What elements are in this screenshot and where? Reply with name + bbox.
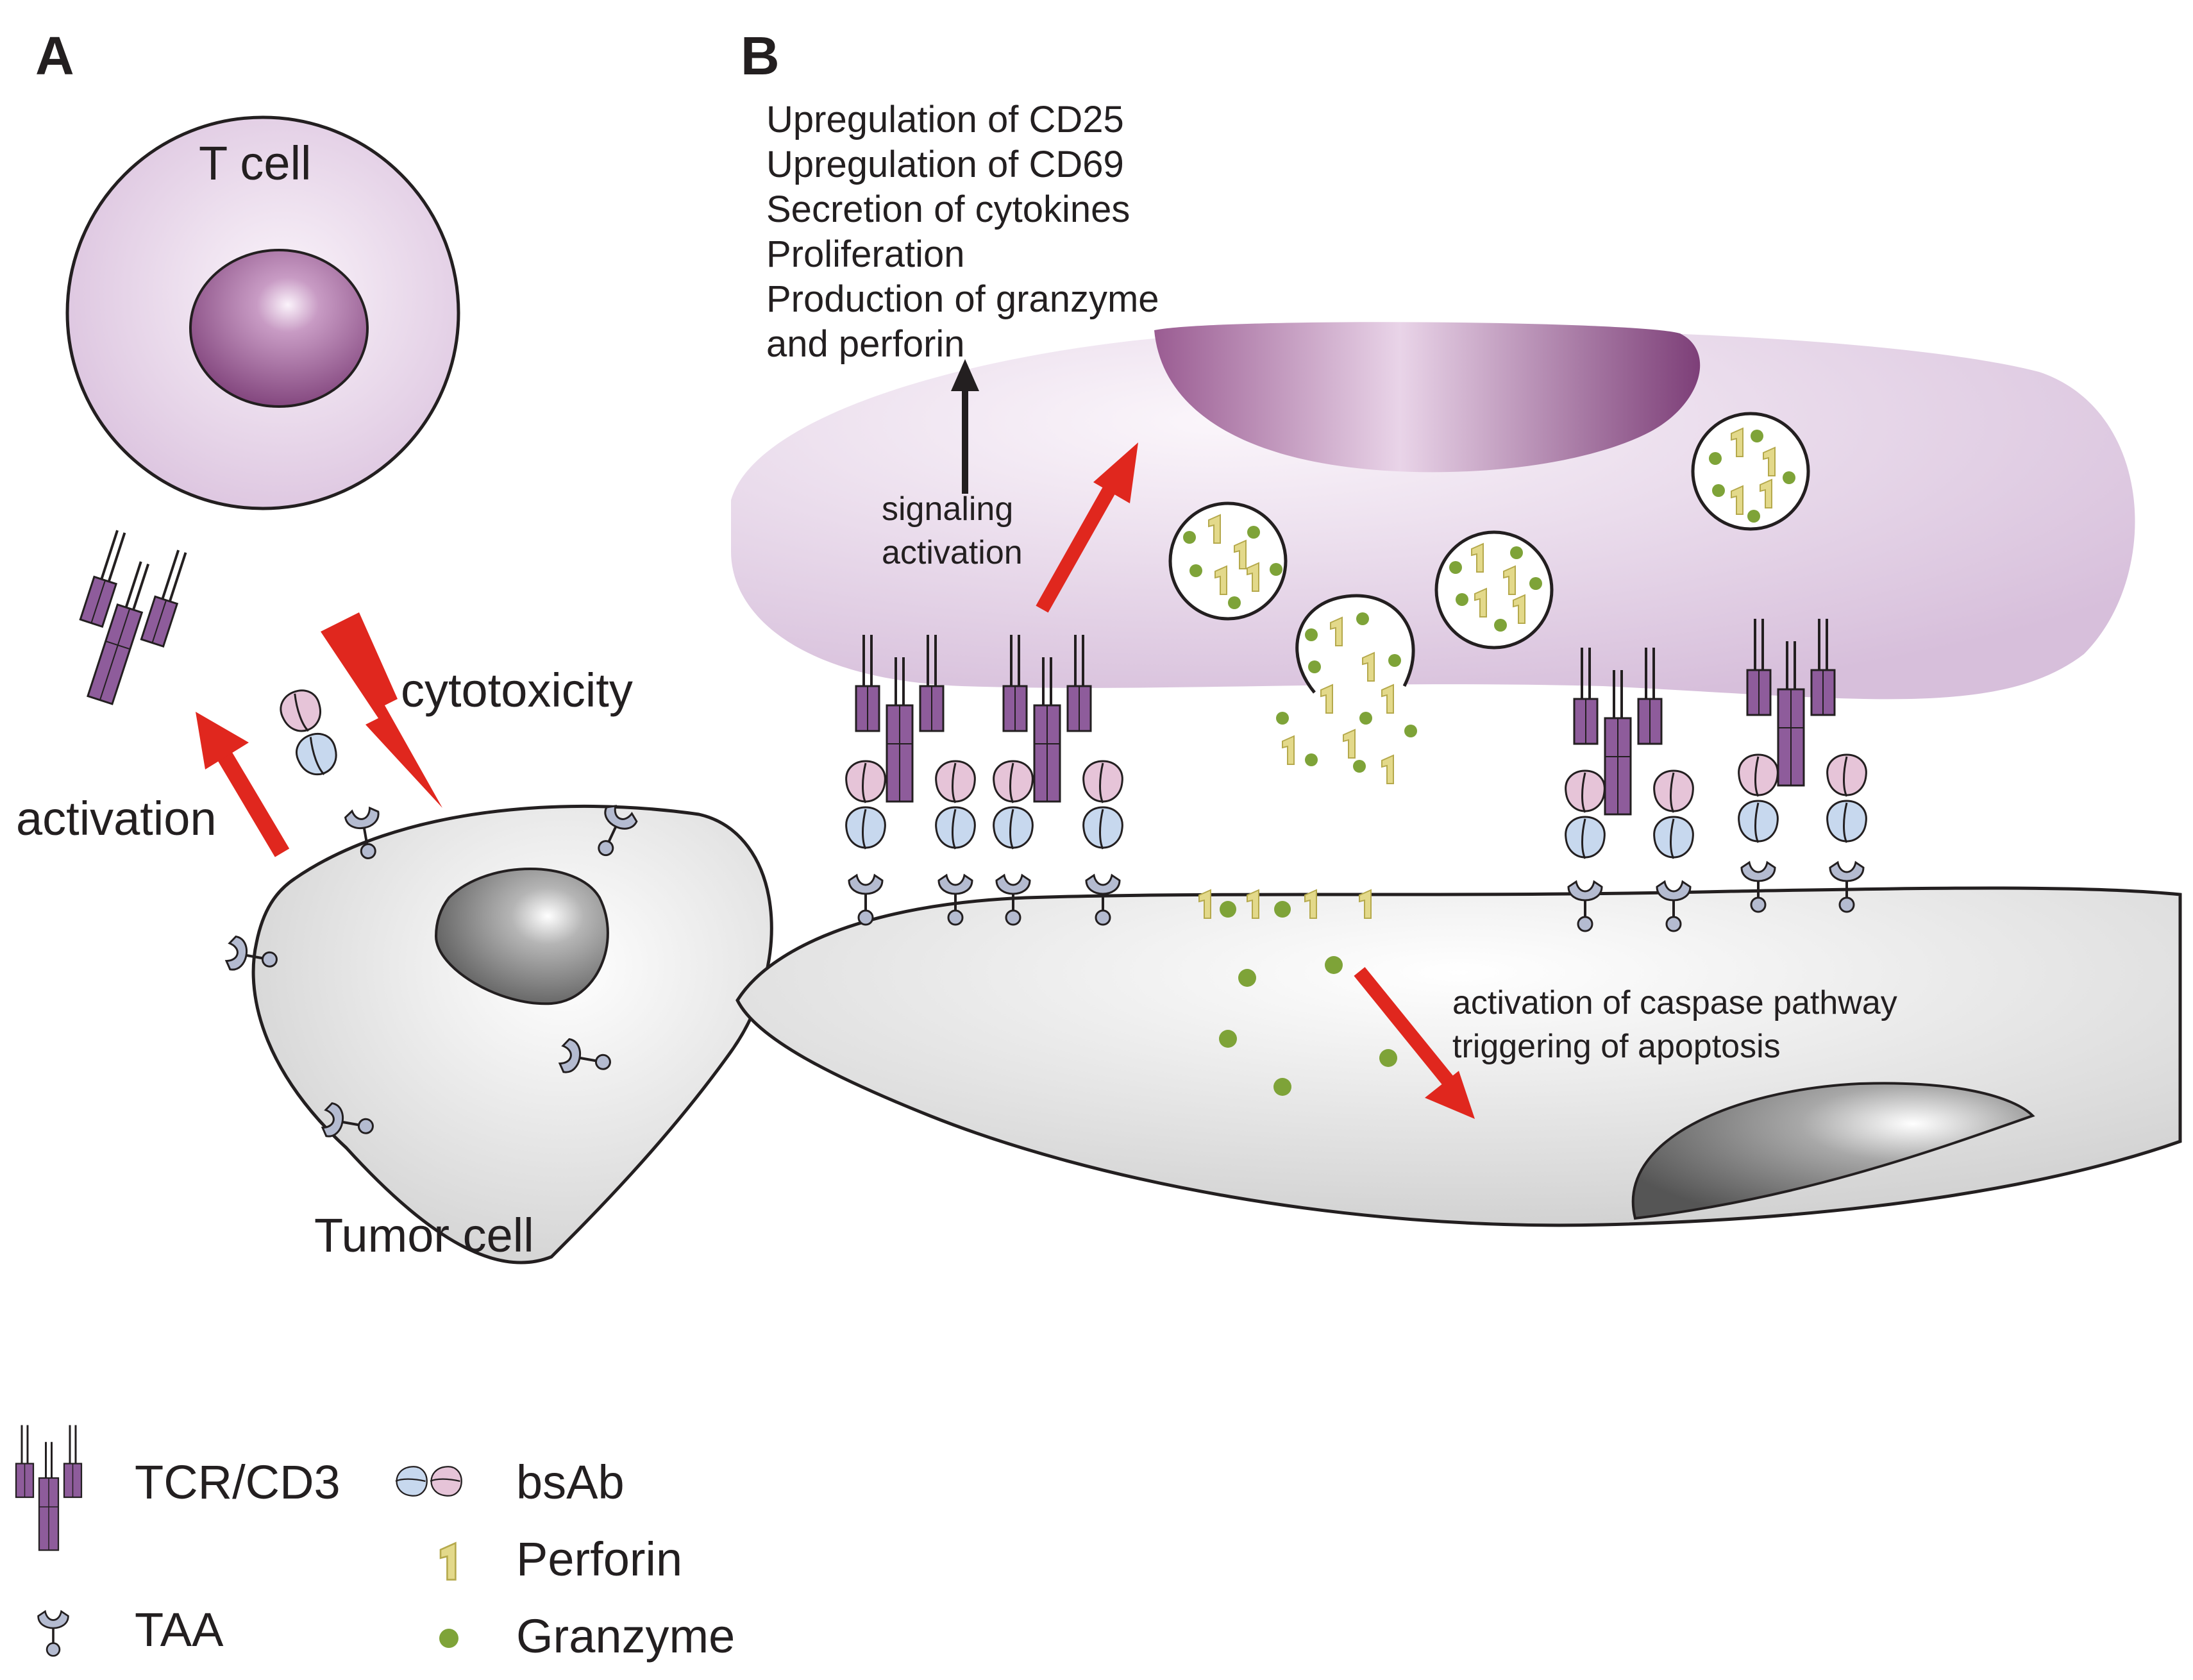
effect-item: Upregulation of CD25 (766, 99, 1124, 140)
legend-bsab-label: bsAb (516, 1456, 625, 1509)
granule-contents-1 (1183, 514, 1282, 609)
signaling-activation-label: activation (882, 534, 1023, 571)
synapse-group-3 (1565, 646, 1694, 932)
t-cell-large-nucleus (1154, 322, 1701, 473)
cytotoxicity-bolt (321, 612, 442, 808)
signaling-label: signaling (882, 491, 1014, 528)
granule-2 (1434, 530, 1554, 650)
granule-contents-2 (1449, 543, 1542, 632)
cytotoxicity-label: cytotoxicity (401, 664, 633, 717)
legend-perforin-label: Perforin (516, 1533, 683, 1586)
effect-item: and perforin (766, 323, 965, 365)
legend-tcr-symbol (15, 1424, 83, 1551)
released-contents (1276, 612, 1417, 784)
activation-arrow-a (214, 746, 290, 857)
apoptosis-label: triggering of apoptosis (1452, 1028, 1781, 1065)
granule-releasing (1295, 594, 1415, 694)
tumor-cell-label: Tumor cell (314, 1209, 534, 1262)
panel-a-letter: A (35, 26, 74, 86)
caspase-arrow (1354, 967, 1461, 1095)
effect-item: Production of granzyme (766, 278, 1159, 320)
effect-item: Secretion of cytokines (766, 189, 1130, 230)
tumor-cell-body (251, 804, 773, 1264)
granule-3 (1691, 412, 1810, 531)
bsab-a (274, 684, 344, 782)
legend-granzyme-label: Granzyme (516, 1609, 735, 1663)
legend-tcr-label: TCR/CD3 (135, 1456, 340, 1509)
tumor-nucleus-large (1631, 1082, 2035, 1220)
legend-taa-symbol (37, 1610, 70, 1658)
signaling-arrow (1036, 480, 1119, 613)
legend-perforin-symbol (439, 1542, 457, 1581)
activation-label: activation (16, 792, 217, 845)
granule-1 (1168, 501, 1288, 621)
tcr-complex-a (57, 526, 194, 715)
legend-taa-label: TAA (135, 1603, 224, 1656)
granzyme-in-tumor (1219, 956, 1397, 1096)
caspase-label: activation of caspase pathway (1452, 984, 1897, 1021)
granule-contents-3 (1709, 428, 1795, 523)
legend-granzyme-symbol (439, 1629, 458, 1648)
effect-item: Proliferation (766, 233, 965, 275)
panel-b-letter: B (741, 26, 780, 86)
t-cell-label: T cell (199, 137, 312, 190)
effect-item: Upregulation of CD69 (766, 144, 1124, 185)
t-cell-large (731, 328, 2135, 700)
perforin-pores (1198, 889, 1372, 919)
t-cell-nucleus (189, 249, 369, 408)
tumor-nucleus (434, 868, 609, 1005)
legend-bsab-symbol (394, 1466, 462, 1497)
